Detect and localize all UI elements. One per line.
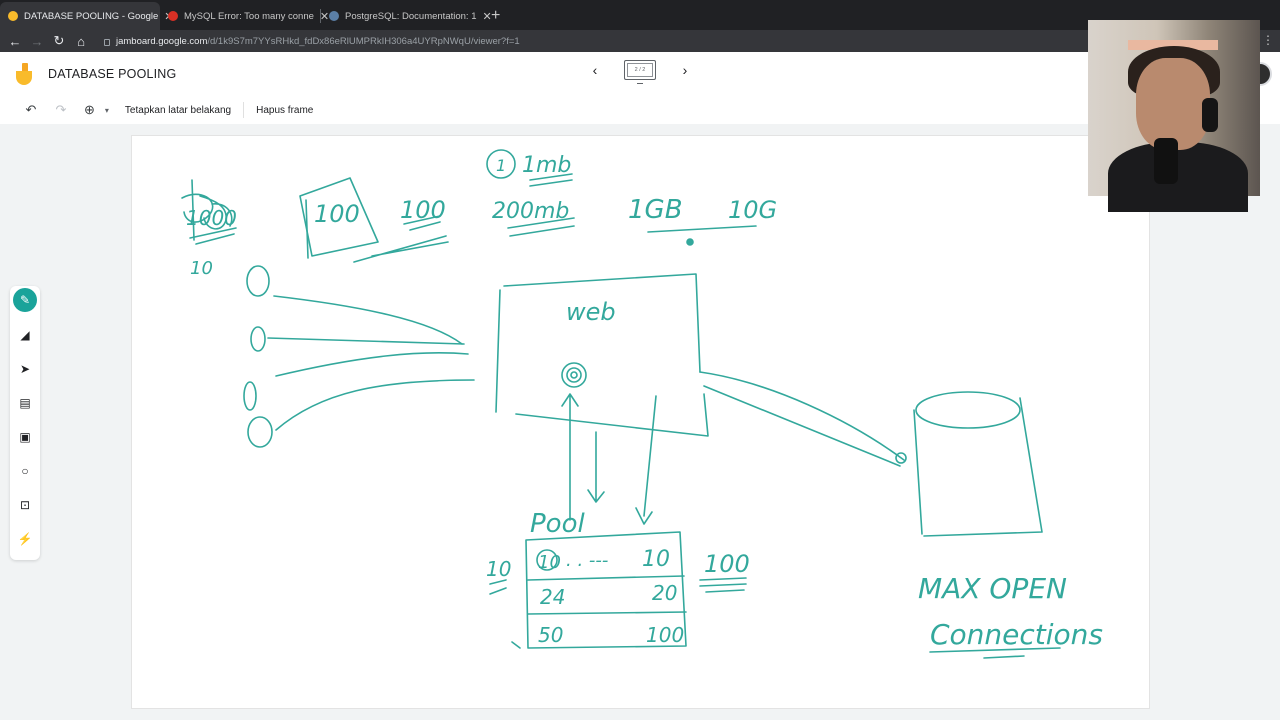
- pool-table: [525, 531, 687, 649]
- tab-title: DATABASE POOLING - Google: [24, 10, 159, 22]
- webcam-overlay: [1088, 20, 1260, 212]
- frame-bar-button[interactable]: 2 / 2: [624, 60, 656, 84]
- tab-title: PostgreSQL: Documentation: 1: [345, 10, 477, 22]
- client-2: [250, 326, 266, 352]
- url-path: /d/1k9S7m7YYsRHkd_fdDx86eRlUMPRkIH306a4U…: [207, 35, 520, 47]
- redo-icon[interactable]: ↷: [55, 102, 67, 117]
- pen-icon[interactable]: ✎: [13, 288, 37, 312]
- laser-icon[interactable]: ⚡: [17, 532, 33, 546]
- image-icon[interactable]: ▣: [19, 430, 31, 444]
- cell-a: 10: [538, 552, 561, 573]
- circled-one: [486, 149, 516, 179]
- pointer-icon[interactable]: ➤: [19, 362, 31, 376]
- circle-icon[interactable]: ○: [21, 464, 29, 478]
- label-web: web: [566, 298, 616, 326]
- laser-dot: [686, 238, 694, 246]
- scribble-text: 1000: [186, 206, 237, 230]
- cell-d: 20: [652, 581, 677, 605]
- jamboard-favicon-icon: [8, 11, 18, 21]
- browser-menu-icon[interactable]: ⋮: [1262, 33, 1274, 47]
- client-line-3: [275, 352, 469, 377]
- web-server-box: [495, 273, 709, 437]
- new-tab-icon[interactable]: +: [491, 7, 501, 24]
- cell-e: 50: [538, 623, 563, 647]
- tab-postgresql-docs[interactable]: PostgreSQL: Documentation: 1 ✕: [321, 2, 492, 30]
- url-host: jamboard.google.com: [116, 35, 208, 47]
- address-bar: ← → ↻ ⌂ jamboard.google.com/d/1k9S7m7YYs…: [0, 30, 1280, 52]
- back-icon[interactable]: ←: [8, 33, 22, 49]
- label-10g: 10G: [728, 196, 777, 224]
- tool-palette: ✎ ◢ ➤ ▤ ▣ ○ ⊡ ⚡: [10, 286, 40, 560]
- undo-icon[interactable]: ↶: [25, 102, 37, 117]
- editor-toolbar: ↶ ↷ ⊕ ▾ Tetapkan latar belakang Hapus fr…: [0, 96, 1280, 124]
- postgresql-favicon-icon: [329, 11, 339, 21]
- arrow-down-to-pool: [587, 431, 605, 503]
- jamboard-logo-icon: [16, 63, 34, 85]
- tab-close-icon[interactable]: ✕: [482, 10, 492, 23]
- client-line-4: [275, 379, 475, 431]
- label-1mb: 1mb: [522, 153, 571, 178]
- client-1: [246, 265, 270, 297]
- set-background-button[interactable]: Tetapkan latar belakang: [124, 104, 232, 116]
- client-3: [243, 381, 257, 411]
- cell-f: 100: [646, 623, 684, 647]
- connection-line-2: [703, 385, 901, 467]
- document-title: DATABASE POOLING: [48, 67, 177, 81]
- reload-icon[interactable]: ↻: [53, 33, 65, 48]
- tab-mysql-error[interactable]: MySQL Error: Too many conne ✕: [160, 2, 329, 30]
- lock-icon: [104, 38, 110, 46]
- zoom-icon: ⊕: [84, 102, 95, 117]
- home-icon[interactable]: ⌂: [77, 33, 85, 49]
- next-frame-icon[interactable]: ›: [682, 62, 688, 78]
- label-max-open: MAX OPEN: [918, 572, 1067, 605]
- circled-number: 1: [496, 156, 506, 175]
- arrow-web-to-pool: [635, 395, 657, 525]
- cell-dots: . . ---: [566, 550, 608, 571]
- pool-size-label: 10: [486, 557, 511, 581]
- forward-icon[interactable]: →: [30, 33, 44, 49]
- frame-counter: 2 / 2: [634, 67, 646, 73]
- database-cylinder: [915, 391, 1021, 429]
- tab-database-pooling[interactable]: DATABASE POOLING - Google ✕: [0, 2, 174, 30]
- arrow-up-to-web: [561, 393, 579, 521]
- label-w: 10: [190, 258, 213, 279]
- tab-close-icon[interactable]: ✕: [319, 10, 330, 23]
- chevron-down-icon: ▾: [104, 105, 109, 115]
- toolbar-divider: [243, 102, 245, 118]
- box-100-text: 100: [314, 200, 360, 228]
- text-box-icon[interactable]: ⊡: [19, 498, 31, 512]
- scribble-1000: 1000: [181, 179, 237, 245]
- label-pool: Pool: [530, 509, 585, 539]
- cell-c: 24: [540, 585, 565, 609]
- url-field[interactable]: jamboard.google.com/d/1k9S7m7YYsRHkd_fdD…: [104, 36, 520, 47]
- pool-max-label: 100: [704, 550, 750, 578]
- label-200mb: 200mb: [492, 199, 569, 224]
- web-node: [561, 362, 587, 388]
- label-connections: Connections: [930, 618, 1103, 651]
- eraser-icon[interactable]: ◢: [20, 328, 30, 342]
- zoom-control[interactable]: ⊕ ▾: [84, 102, 109, 118]
- client-line-2: [267, 337, 465, 345]
- app-header: DATABASE POOLING: [0, 52, 1280, 96]
- browser-tab-strip: DATABASE POOLING - Google ✕ MySQL Error:…: [0, 0, 1280, 30]
- mysql-favicon-icon: [168, 11, 178, 21]
- client-line-1: [273, 295, 463, 345]
- label-1gb: 1GB: [628, 195, 683, 225]
- connection-line-1: [699, 371, 905, 461]
- client-4: [247, 416, 273, 448]
- frame-navigator: ‹ 2 / 2 ›: [588, 60, 692, 84]
- box-100: 100: [299, 177, 449, 263]
- tab-separator: [320, 9, 321, 23]
- previous-frame-icon[interactable]: ‹: [592, 62, 598, 78]
- tab-title: MySQL Error: Too many conne: [184, 10, 314, 22]
- cell-b: 10: [642, 547, 670, 572]
- sticky-note-icon[interactable]: ▤: [19, 396, 31, 410]
- clear-frame-button[interactable]: Hapus frame: [256, 104, 314, 116]
